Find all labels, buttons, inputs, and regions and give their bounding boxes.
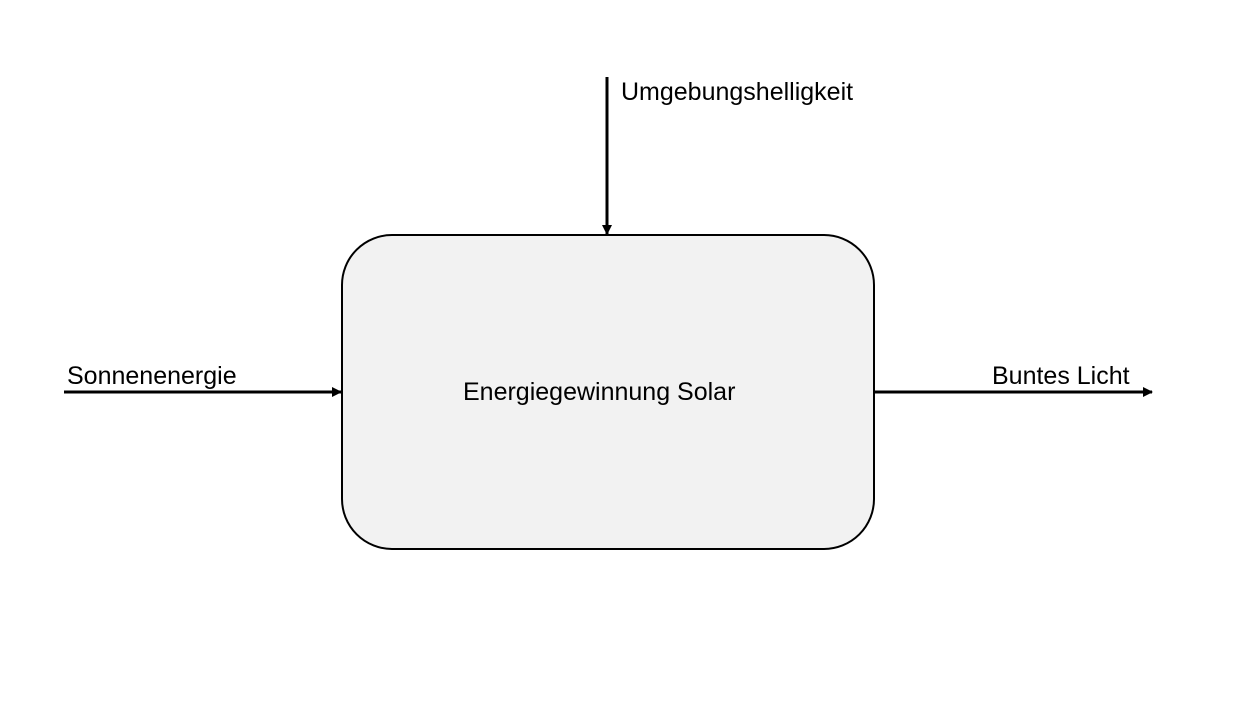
input-label-sonnenenergie: Sonnenenergie (67, 362, 237, 390)
input-label-umgebungshelligkeit: Umgebungshelligkeit (621, 78, 854, 106)
output-label-buntes-licht: Buntes Licht (992, 362, 1130, 390)
process-block (341, 234, 875, 550)
block-label: Energiegewinnung Solar (463, 378, 736, 406)
